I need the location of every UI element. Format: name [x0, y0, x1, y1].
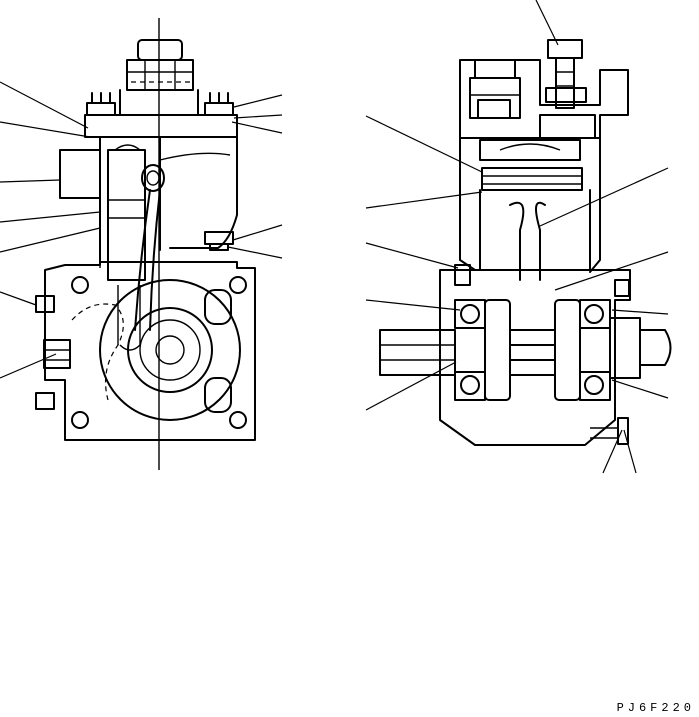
connecting-rod — [134, 189, 151, 331]
unloader-valve — [545, 39, 587, 109]
cylinder-head — [84, 114, 238, 138]
inlet-port — [59, 149, 101, 199]
figure-code: PJ6F220 — [616, 701, 695, 715]
top-cap — [126, 39, 194, 91]
head-bolts-left — [86, 92, 116, 116]
right-leader-lines — [365, 0, 669, 474]
piston — [479, 189, 591, 271]
flange-holes — [71, 276, 247, 429]
piston-head — [481, 167, 583, 191]
head-bolts-right — [204, 92, 234, 116]
crankshaft — [379, 299, 672, 401]
drain-bolt — [590, 417, 629, 445]
right-view-section — [365, 0, 672, 474]
left-leader-lines — [0, 81, 283, 379]
crankcase-section — [439, 269, 631, 446]
bearings — [454, 299, 611, 401]
valve-plate — [479, 139, 581, 161]
left-view-compressor — [0, 18, 283, 470]
flange-outline — [99, 279, 241, 421]
left-fittings — [35, 295, 71, 410]
piston-half — [107, 149, 146, 281]
